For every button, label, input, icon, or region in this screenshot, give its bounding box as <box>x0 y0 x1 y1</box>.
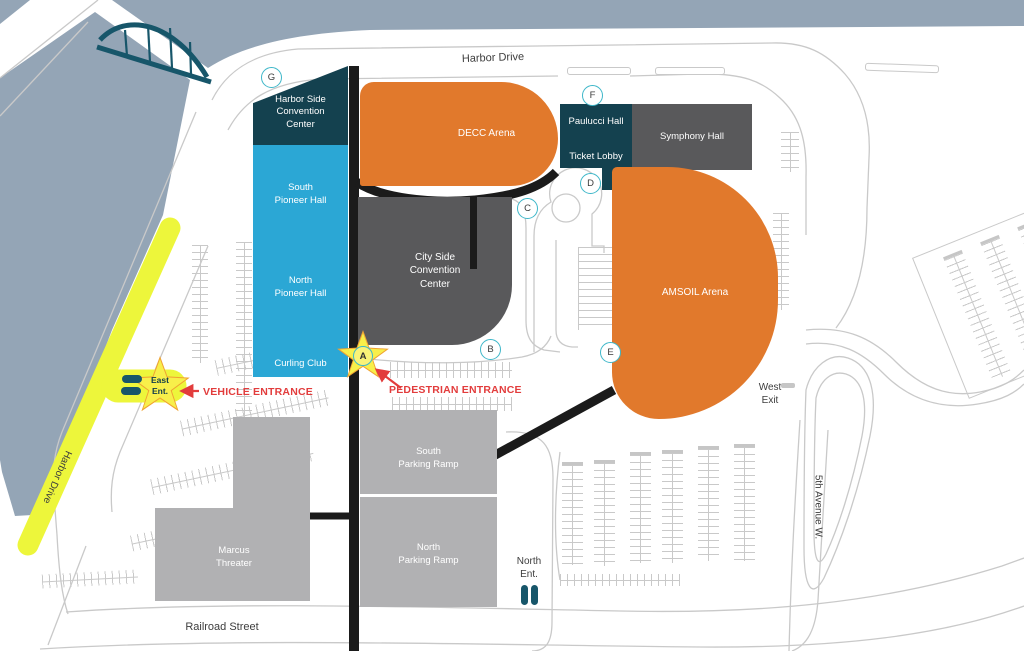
pedestrian-entrance-label: PEDESTRIAN ENTRANCE <box>389 384 522 396</box>
parking-stripes <box>392 397 512 411</box>
marker-f: F <box>582 85 603 106</box>
road-median <box>655 67 725 75</box>
black-road-city-side-stub <box>470 197 477 269</box>
street-label-5th-avenue-w: 5th Avenue W. <box>812 474 824 540</box>
parking-stripes <box>560 574 680 586</box>
marker-c: C <box>517 198 538 219</box>
east-entrance-gate <box>121 387 141 395</box>
street-label-railroad-street: Railroad Street <box>185 621 259 633</box>
building-pioneer-hall: South Pioneer Hall North Pioneer Hall Cu… <box>253 145 348 377</box>
building-city-side-convention-center: City Side Convention Center <box>358 197 512 345</box>
north-entrance-gate <box>531 585 538 605</box>
building-north-parking-ramp: North Parking Ramp <box>360 497 497 607</box>
building-paulucci-hall-ticket-lobby: Paulucci Hall Ticket Lobby <box>560 104 632 168</box>
marker-g: G <box>261 67 282 88</box>
building-marcus-theater-lower <box>155 508 233 601</box>
west-exit-label: West Exit <box>758 382 782 406</box>
south-pioneer-hall-label: South Pioneer Hall <box>274 182 327 206</box>
north-pioneer-hall-label: North Pioneer Hall <box>274 275 327 299</box>
building-marcus-theater-upper <box>233 417 310 601</box>
east-entrance-star: East Ent. <box>129 356 191 416</box>
west-exit-dash <box>781 383 795 388</box>
parking-stripes <box>734 444 755 561</box>
water-top-band <box>112 0 1024 68</box>
water-harbor-body <box>0 12 190 516</box>
vehicle-entrance-label: VEHICLE ENTRANCE <box>203 386 313 398</box>
parking-stripes <box>662 450 683 563</box>
building-amsoil-arena: AMSOIL Arena <box>612 167 778 419</box>
parking-stripes <box>390 362 512 378</box>
parking-stripes <box>594 460 615 566</box>
parking-stripes <box>781 132 799 172</box>
east-entrance-label: East Ent. <box>151 375 169 396</box>
parking-stripes <box>192 245 208 363</box>
marker-b: B <box>480 339 501 360</box>
parking-stripes <box>236 242 252 468</box>
yellow-route-harbor-drive <box>17 217 181 556</box>
building-south-parking-ramp: South Parking Ramp <box>360 410 497 494</box>
street-label-harbor-drive-top: Harbor Drive <box>461 50 525 66</box>
building-symphony-hall: Symphony Hall <box>632 104 752 170</box>
pedestrian-entrance-star: A <box>336 330 390 382</box>
parking-stripes <box>698 446 719 561</box>
parking-stripes <box>562 462 583 565</box>
parking-stripes <box>630 452 651 563</box>
building-label: Center <box>286 118 315 130</box>
water-corner-sliver <box>0 0 30 24</box>
paulucci-hall-label: Paulucci Hall <box>568 116 624 127</box>
road-median <box>567 67 631 75</box>
marker-a: A <box>353 346 373 366</box>
marker-e: E <box>600 342 621 363</box>
north-entrance-gate <box>521 585 528 605</box>
ticket-lobby-label: Ticket Lobby <box>569 151 623 163</box>
marcus-theater-label: Marcus Threater <box>216 545 252 569</box>
building-decc-arena: DECC Arena <box>360 82 558 186</box>
building-label: Convention <box>276 106 325 118</box>
east-entrance-gate <box>122 375 142 383</box>
lift-bridge-icon <box>96 22 212 85</box>
building-label: Harbor Side <box>275 93 326 105</box>
north-entrance-label: North Ent. <box>516 556 542 580</box>
marker-d: D <box>580 173 601 194</box>
curling-club-label: Curling Club <box>274 358 327 370</box>
